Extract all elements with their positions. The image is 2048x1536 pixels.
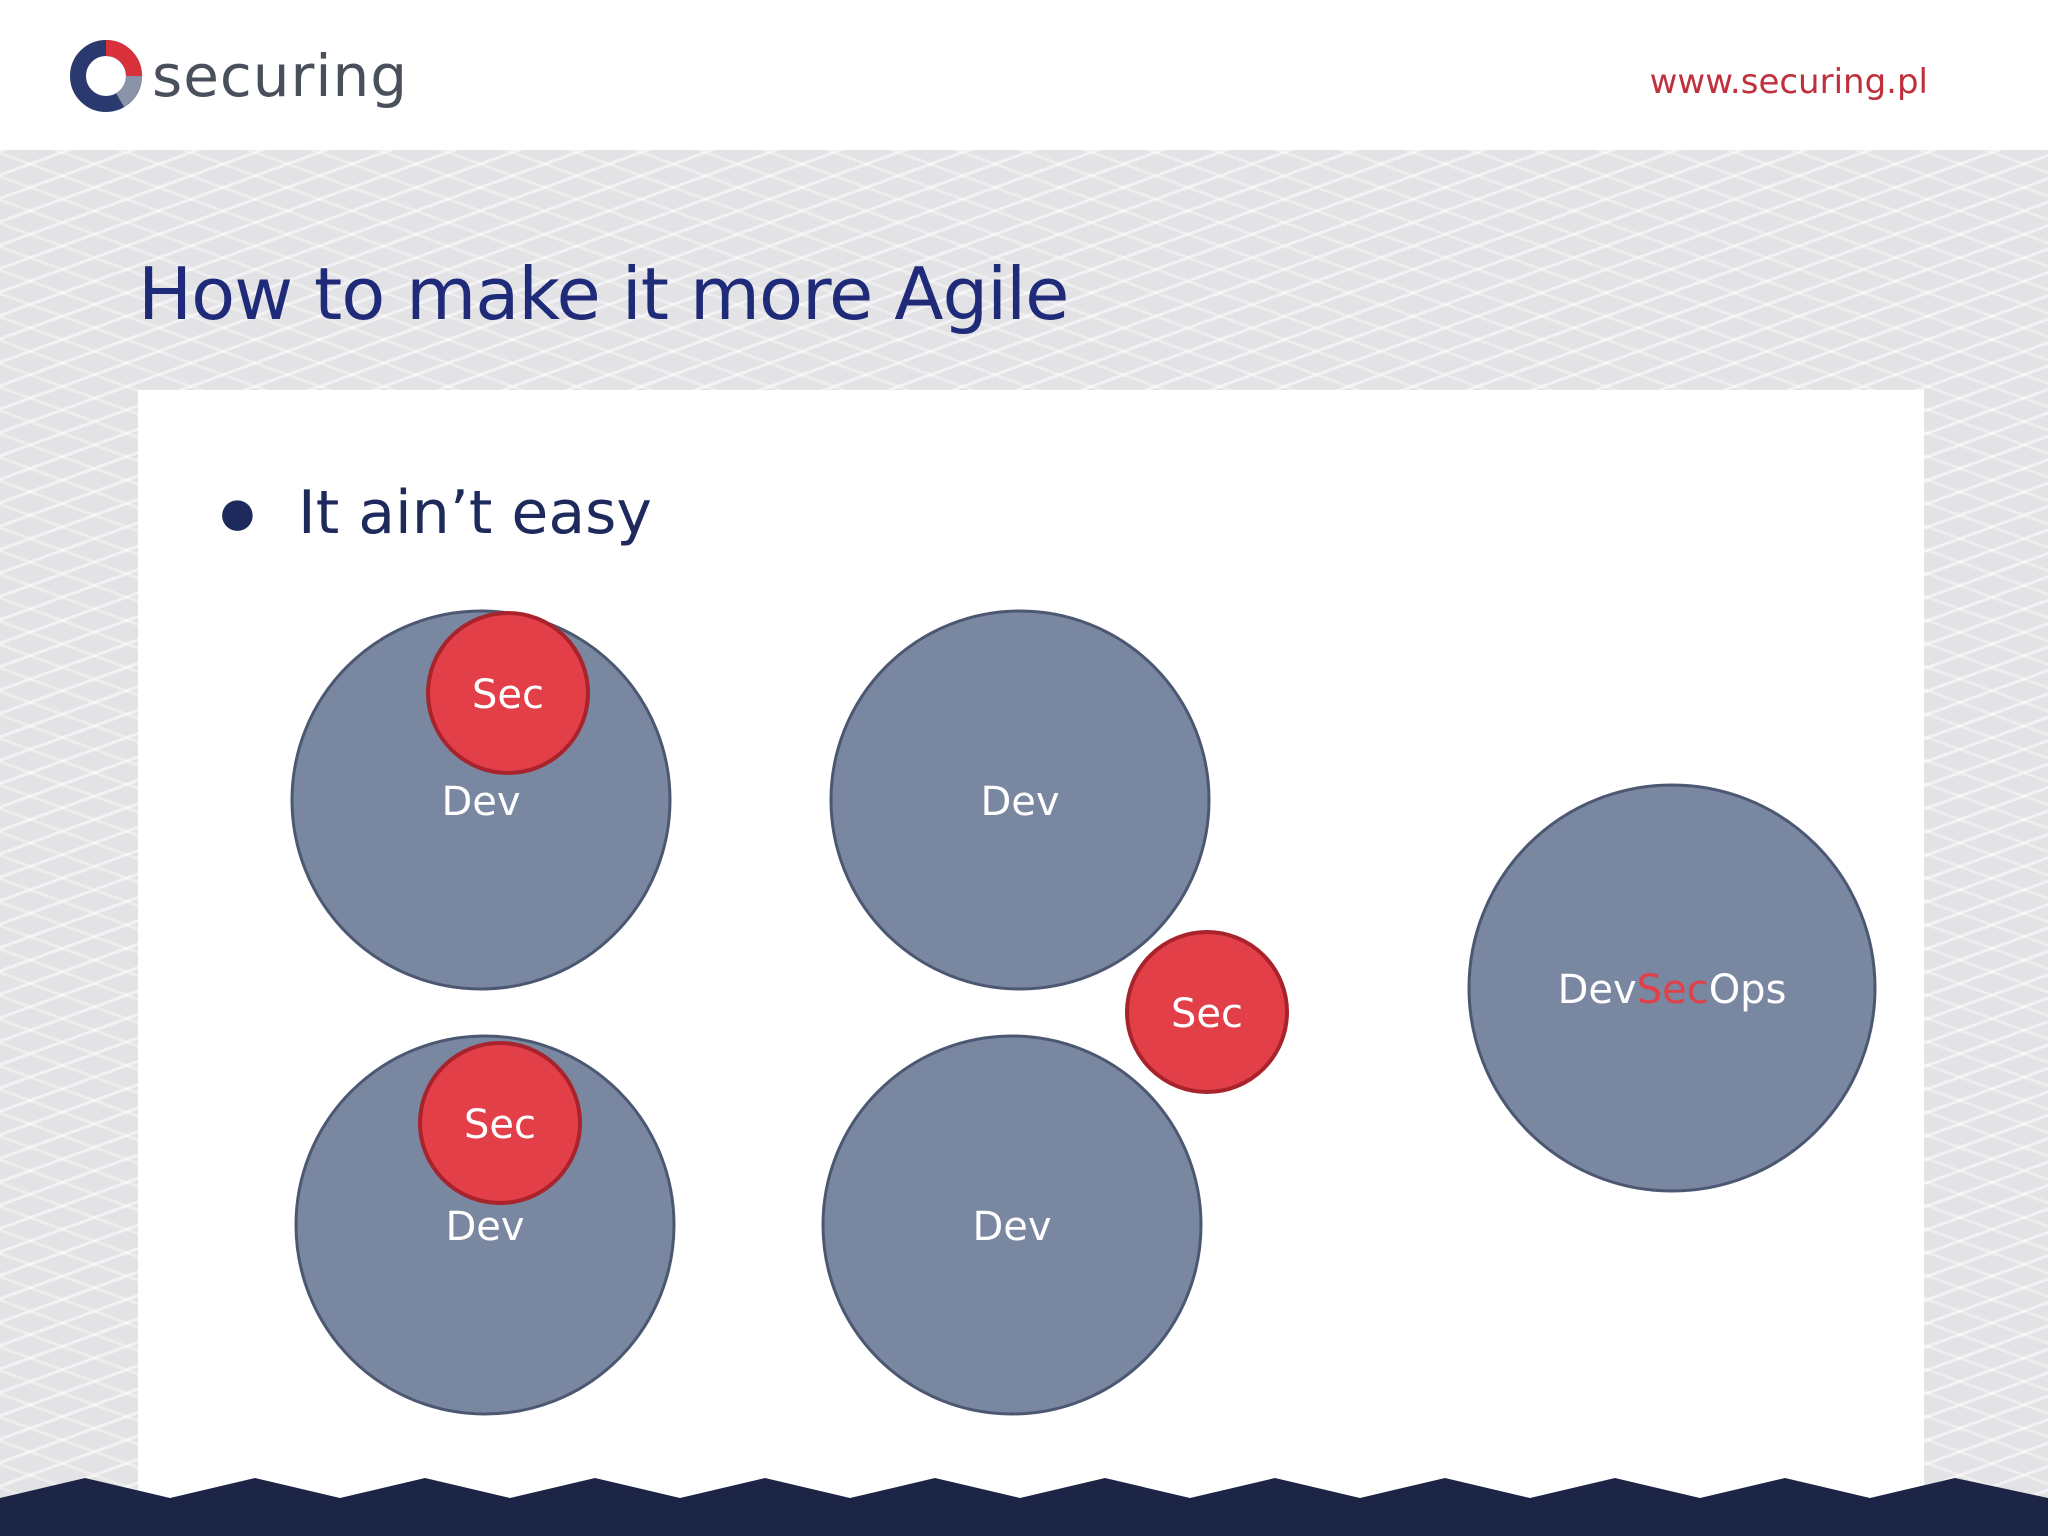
sec-label-3: Sec <box>1171 991 1243 1037</box>
dev-label-1: Dev <box>441 779 520 825</box>
sec-label-1: Sec <box>472 672 544 718</box>
slide-title: How to make it more Agile <box>138 252 1069 336</box>
bullet-dot-icon: ● <box>220 490 255 536</box>
sec-label-2: Sec <box>464 1102 536 1148</box>
header: securing www.securing.pl <box>0 0 2048 150</box>
sec-circle-1 <box>426 611 590 775</box>
bullet-item: ● It ain’t easy <box>220 478 652 548</box>
dev-circle-3 <box>829 609 1211 991</box>
dev-circle-4 <box>821 1034 1203 1416</box>
website-link[interactable]: www.securing.pl <box>1649 62 1928 102</box>
securing-logo-icon <box>68 38 144 114</box>
logo-text: securing <box>152 42 409 110</box>
dev-label-2: Dev <box>445 1204 524 1250</box>
devsecops-sec: Sec <box>1637 967 1709 1013</box>
devsecops-circle <box>1467 783 1877 1193</box>
dev-label-3: Dev <box>980 779 1059 825</box>
sec-circle-2 <box>418 1041 582 1205</box>
securing-logo[interactable]: securing <box>68 38 408 114</box>
devsecops-prefix: Dev <box>1558 967 1637 1013</box>
devsecops-suffix: Ops <box>1709 967 1787 1013</box>
dev-label-4: Dev <box>972 1204 1051 1250</box>
sec-circle-3 <box>1125 930 1289 1094</box>
footer-wave <box>0 1478 2048 1536</box>
devsecops-label: DevSecOps <box>1558 967 1787 1013</box>
bullet-text: It ain’t easy <box>298 478 652 548</box>
